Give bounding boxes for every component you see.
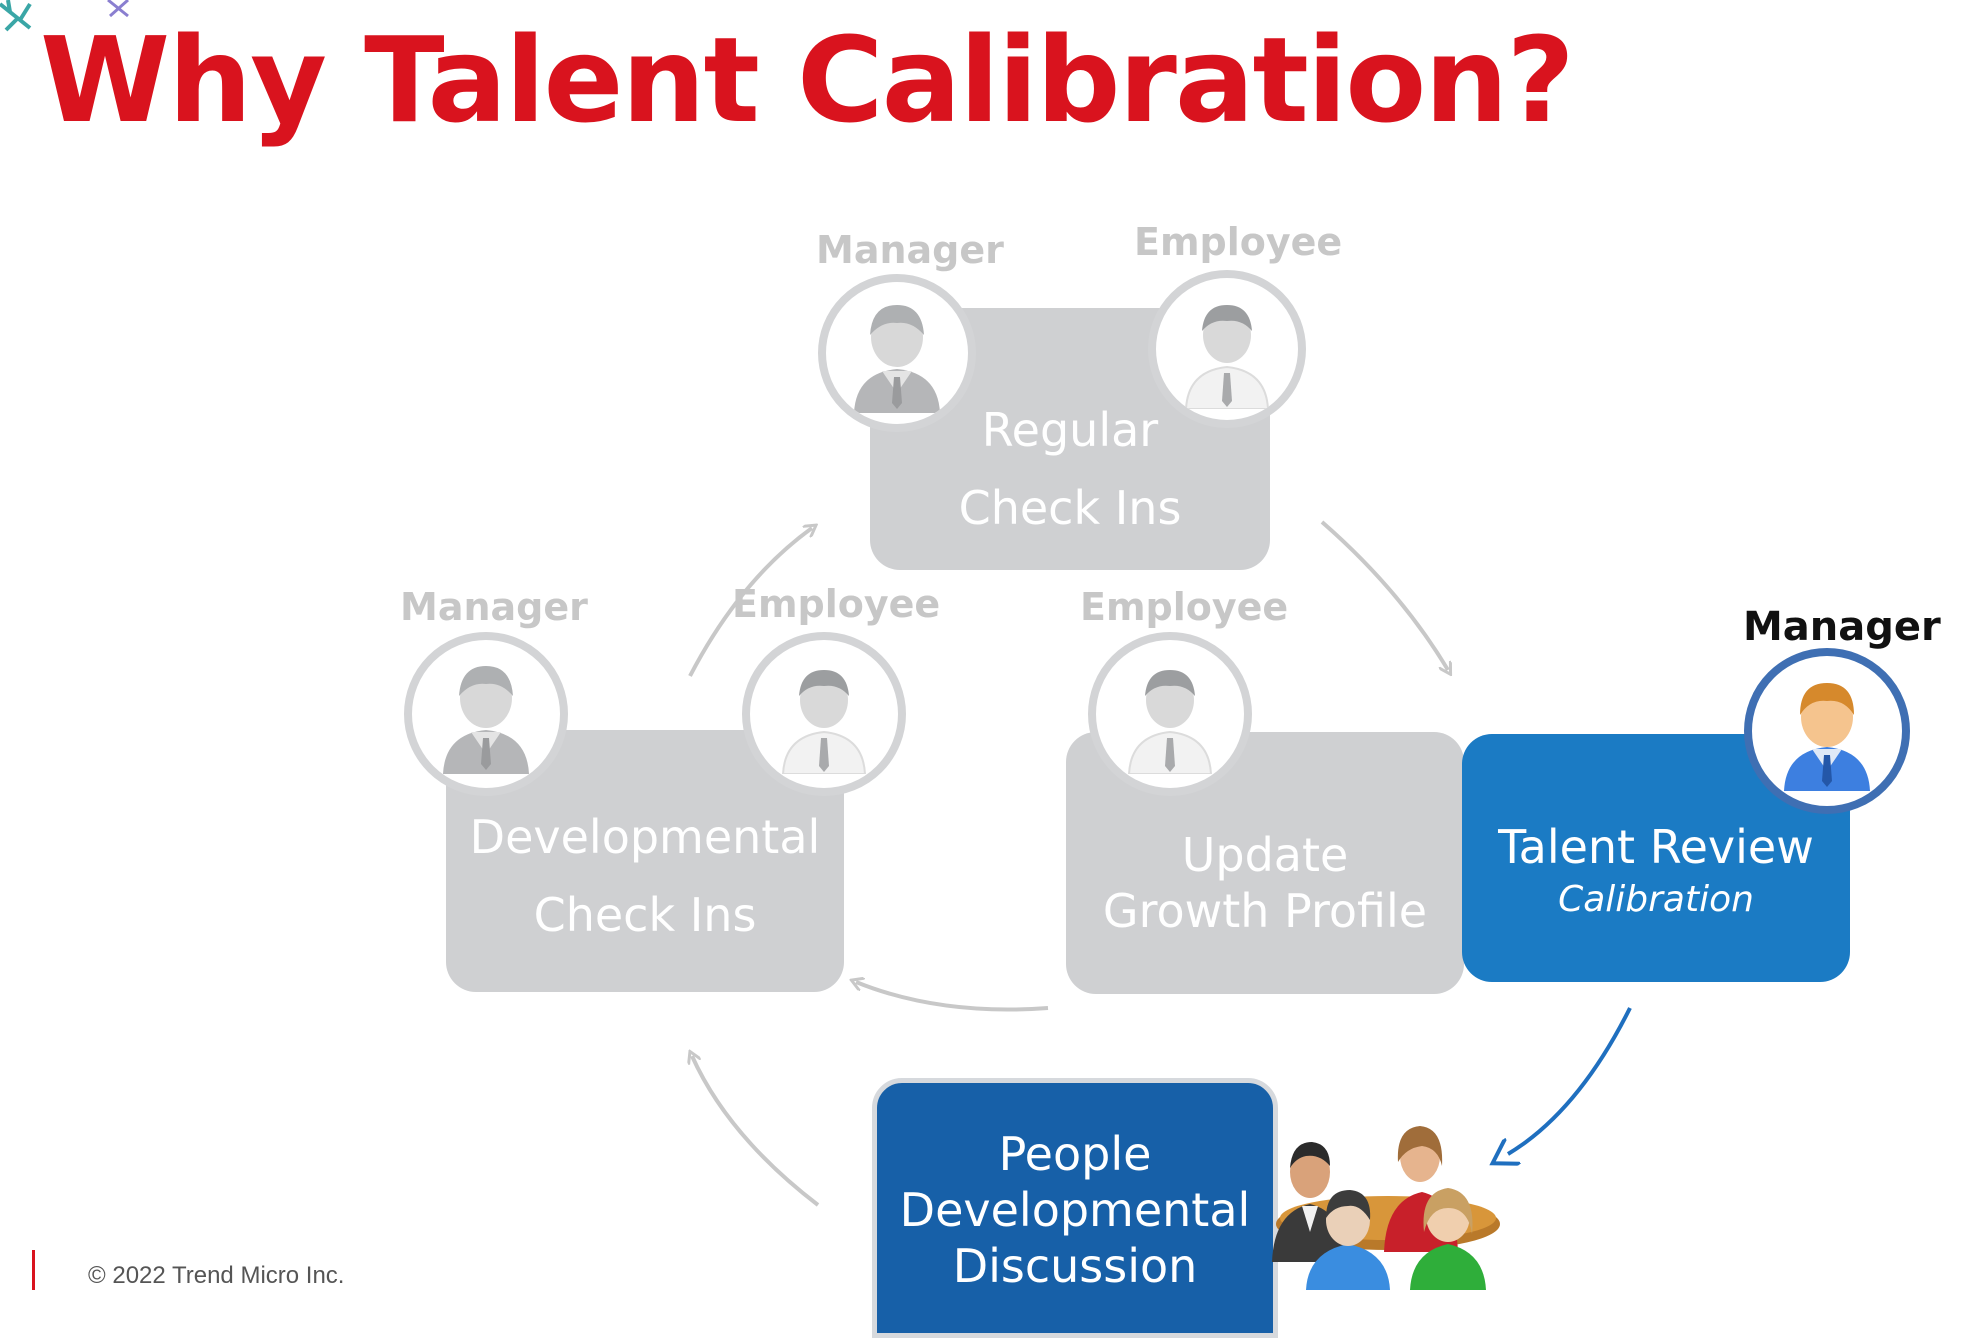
manager-avatar-icon xyxy=(443,666,529,774)
regular-employee-avatar xyxy=(1148,270,1306,428)
growth-line2: Growth Profile xyxy=(1102,884,1428,938)
growth-line1: Update xyxy=(1181,828,1349,882)
regular-employee-label: Employee xyxy=(1134,220,1343,264)
people-line1: People xyxy=(998,1127,1152,1181)
manager-avatar-icon xyxy=(854,305,940,413)
developmental-employee-avatar xyxy=(742,632,906,796)
growth-employee-label: Employee xyxy=(1080,585,1289,629)
regular-line1: Regular xyxy=(981,403,1159,457)
employee-avatar-icon xyxy=(1127,670,1213,774)
talent-review-manager-avatar xyxy=(1744,648,1910,814)
regular-manager-avatar xyxy=(818,274,976,432)
people-line3: Discussion xyxy=(952,1239,1198,1293)
manager-avatar-icon xyxy=(1784,683,1870,791)
footer-accent-bar xyxy=(32,1250,35,1290)
cycle-arrows xyxy=(0,520,1632,1207)
developmental-line1: Developmental xyxy=(469,810,821,864)
arrow-growth-to-dev xyxy=(856,982,1049,1012)
talent-review-line2: Calibration xyxy=(1558,879,1754,920)
employee-avatar-icon xyxy=(781,670,867,774)
arrow-regular-to-growth xyxy=(1320,520,1448,670)
arrow-people-to-dev xyxy=(692,1056,820,1207)
regular-line2: Check Ins xyxy=(958,481,1182,535)
arrow-dev-to-regular xyxy=(688,528,812,677)
developmental-employee-label: Employee xyxy=(732,582,941,626)
developmental-line2: Check Ins xyxy=(533,888,757,942)
developmental-manager-label: Manager xyxy=(400,585,588,629)
developmental-manager-avatar xyxy=(404,632,568,796)
arrow-review-to-people xyxy=(1508,1007,1632,1154)
corner-decoration-icon xyxy=(0,0,129,32)
talent-review-line1: Talent Review xyxy=(1498,820,1814,874)
growth-employee-avatar xyxy=(1088,632,1252,796)
page-title: Why Talent Calibration? xyxy=(40,11,1575,149)
regular-manager-label: Manager xyxy=(816,228,1004,272)
group-meeting-icon xyxy=(1272,1126,1500,1290)
footer-copyright: © 2022 Trend Micro Inc. xyxy=(88,1262,345,1289)
people-line2: Developmental xyxy=(899,1183,1251,1237)
people-developmental-discussion-card: People Developmental Discussion xyxy=(872,1078,1278,1338)
employee-avatar-icon xyxy=(1184,305,1270,409)
talent-review-manager-label: Manager xyxy=(1743,604,1941,650)
